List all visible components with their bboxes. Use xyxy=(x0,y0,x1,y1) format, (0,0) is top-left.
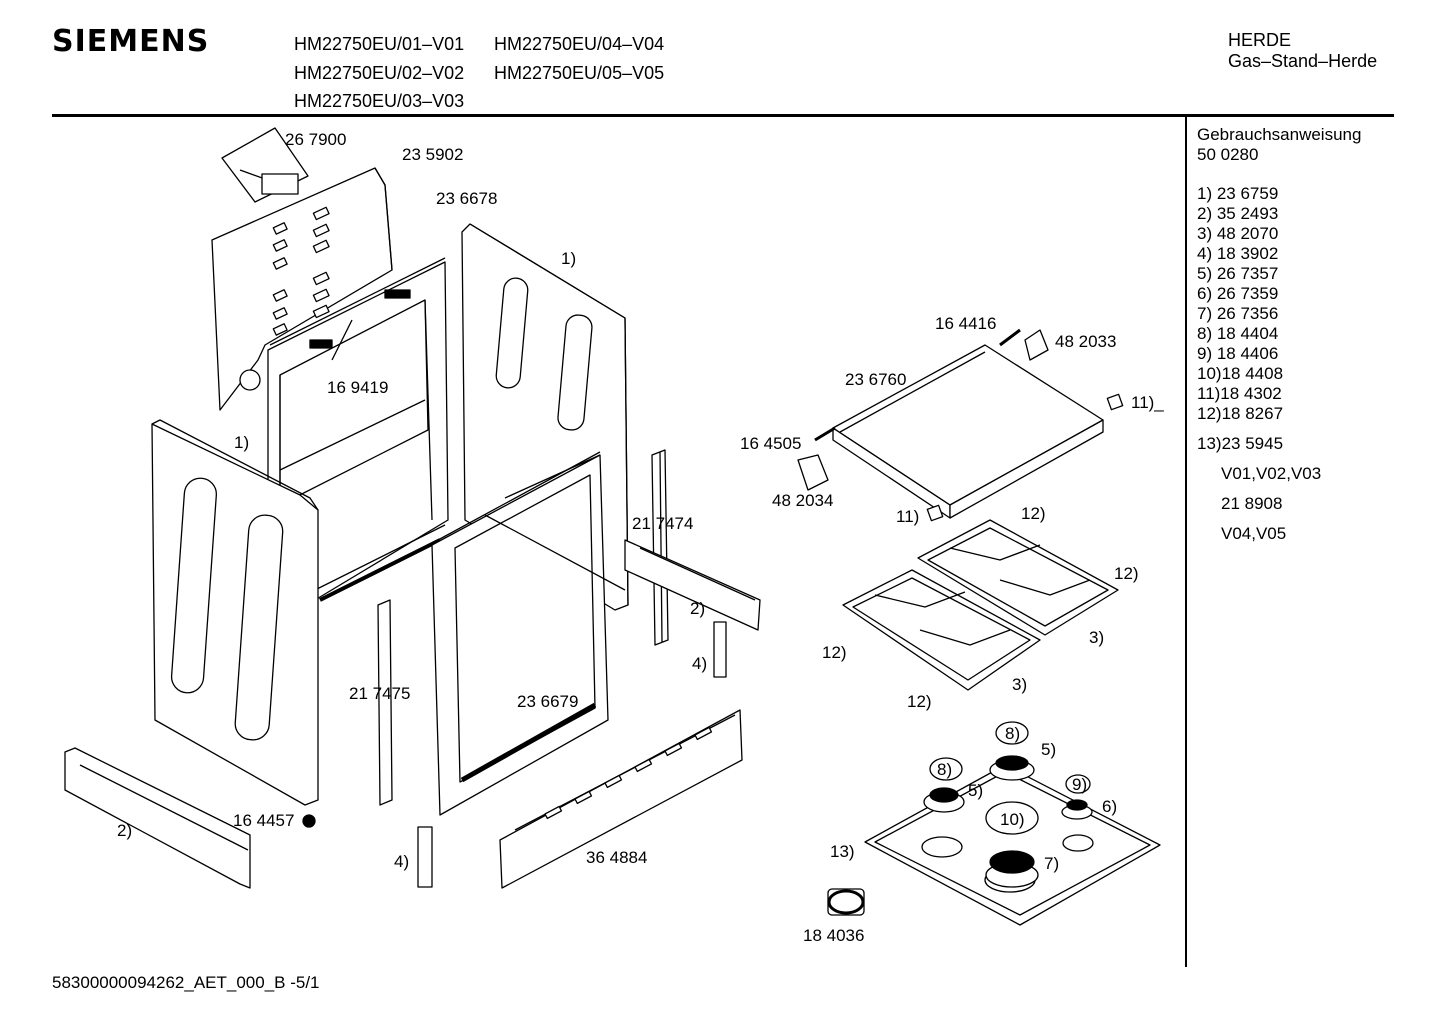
screw-part xyxy=(302,814,316,828)
model-number: HM22750EU/01–V01 xyxy=(294,34,465,54)
legend-item: 7) 26 7356 xyxy=(1197,304,1279,323)
legend-item: 9) 18 4406 xyxy=(1197,344,1279,363)
hinge-part xyxy=(713,621,727,678)
reference-label: 2) xyxy=(117,821,132,840)
legend-item: 2) 35 2493 xyxy=(1197,204,1279,223)
part-label: 48 2033 xyxy=(1055,332,1116,351)
burner-part xyxy=(989,721,1035,781)
burner-part xyxy=(923,757,965,813)
category-subtitle: Gas–Stand–Herde xyxy=(1228,51,1378,71)
lid-hinge-part xyxy=(1024,329,1049,361)
reference-label: 13) xyxy=(830,842,855,861)
part-label: 23 6679 xyxy=(517,692,578,711)
part-label: 16 4457 xyxy=(233,811,294,830)
front-frame-part xyxy=(431,451,626,816)
legend-item: 10)18 4408 xyxy=(1197,364,1284,383)
header-divider xyxy=(52,114,1394,117)
reference-label: 1) xyxy=(561,249,576,268)
burner-part xyxy=(1061,774,1093,820)
part-label: 18 4036 xyxy=(803,926,864,945)
model-number: HM22750EU/04–V04 xyxy=(494,34,665,54)
part-label: 48 2034 xyxy=(772,491,833,510)
reference-label: 12) xyxy=(907,692,932,711)
part-label: 21 7475 xyxy=(349,684,410,703)
part-label: 16 4416 xyxy=(935,314,996,333)
part-label: 23 5902 xyxy=(402,145,463,164)
document-id: 58300000094262_AET_000_B -5/1 xyxy=(52,973,320,992)
part-label: 16 4505 xyxy=(740,434,801,453)
reference-label: 12) xyxy=(822,643,847,662)
buffer-part xyxy=(926,504,944,522)
plinth-panel-part xyxy=(499,709,743,889)
category-title: HERDE xyxy=(1228,30,1292,50)
reference-label: 12) xyxy=(1021,504,1046,523)
part-label: 36 4884 xyxy=(586,848,647,867)
reference-label: 4) xyxy=(394,852,409,871)
reference-label: 8) xyxy=(1005,724,1020,743)
side-rail-part xyxy=(624,449,761,646)
part-label: 21 7474 xyxy=(632,514,693,533)
reference-label: 8) xyxy=(937,760,952,779)
siemens-logo: SIEMENS xyxy=(52,24,210,59)
reference-label: 2) xyxy=(690,599,705,618)
reference-label: 11)_ xyxy=(1131,393,1164,412)
variant-label: V01,V02,V03 xyxy=(1221,464,1322,483)
reference-label: 12) xyxy=(1114,564,1139,583)
legend-item: 21 8908 xyxy=(1221,494,1283,513)
lid-hinge-part xyxy=(797,454,829,491)
manual-label: Gebrauchsanweisung xyxy=(1197,125,1362,144)
legend-item: 13)23 5945 xyxy=(1197,434,1284,453)
reference-label: 7) xyxy=(1044,854,1059,873)
pan-support-part xyxy=(842,569,1041,691)
legend-item: 12)18 8267 xyxy=(1197,404,1284,423)
reference-label: 4) xyxy=(692,654,707,673)
legend-item: 5) 26 7357 xyxy=(1197,264,1279,283)
bolt-part xyxy=(814,426,836,442)
reference-label: 9) xyxy=(1072,775,1087,794)
reference-label: 3) xyxy=(1089,628,1104,647)
bolt-part xyxy=(999,328,1021,347)
bottom-rail-part xyxy=(64,747,251,889)
back-panel-part xyxy=(211,167,393,411)
buffer-part xyxy=(1106,393,1124,411)
burner-part xyxy=(985,801,1039,888)
legend-item: 1) 23 6759 xyxy=(1197,184,1279,203)
product-category: HERDE Gas–Stand–Herde xyxy=(1228,30,1377,72)
top-cover-part xyxy=(221,127,309,203)
legend-item: 3) 48 2070 xyxy=(1197,224,1279,243)
legend-item: 8) 18 4404 xyxy=(1197,324,1279,343)
wok-ring-part xyxy=(827,888,865,916)
part-label: 16 9419 xyxy=(327,378,388,397)
model-number: HM22750EU/02–V02 xyxy=(294,62,465,83)
part-label: 26 7900 xyxy=(285,130,346,149)
hob-tray-part xyxy=(864,764,1161,926)
model-number: HM22750EU/05–V05 xyxy=(494,62,665,83)
pan-support-part xyxy=(917,519,1119,636)
variant-label: V04,V05 xyxy=(1221,524,1287,543)
reference-label: 3) xyxy=(1012,675,1027,694)
reference-label: 1) xyxy=(234,433,249,452)
reference-label: 10) xyxy=(1000,810,1025,829)
reference-label: 5) xyxy=(968,781,983,800)
legend-item: 11)18 4302 xyxy=(1197,384,1282,403)
model-number: HM22750EU/03–V03 xyxy=(294,91,465,111)
legend-item: 6) 26 7359 xyxy=(1197,284,1279,303)
reference-label: 11) xyxy=(896,507,919,526)
legend-item: 4) 18 3902 xyxy=(1197,244,1279,263)
sidepanel-divider xyxy=(1185,117,1187,967)
manual-number: 50 0280 xyxy=(1197,145,1259,164)
reference-label: 5) xyxy=(1041,740,1056,759)
hinge-part xyxy=(417,826,433,888)
reference-label: 6) xyxy=(1102,797,1117,816)
parts-legend: Gebrauchsanweisung 50 0280 1) 23 6759 2)… xyxy=(1197,125,1361,544)
part-label: 23 6678 xyxy=(436,189,497,208)
part-label: 23 6760 xyxy=(845,370,906,389)
glass-lid-part xyxy=(832,344,1104,519)
trim-strip-part xyxy=(377,599,393,806)
side-panel-part xyxy=(151,419,319,806)
